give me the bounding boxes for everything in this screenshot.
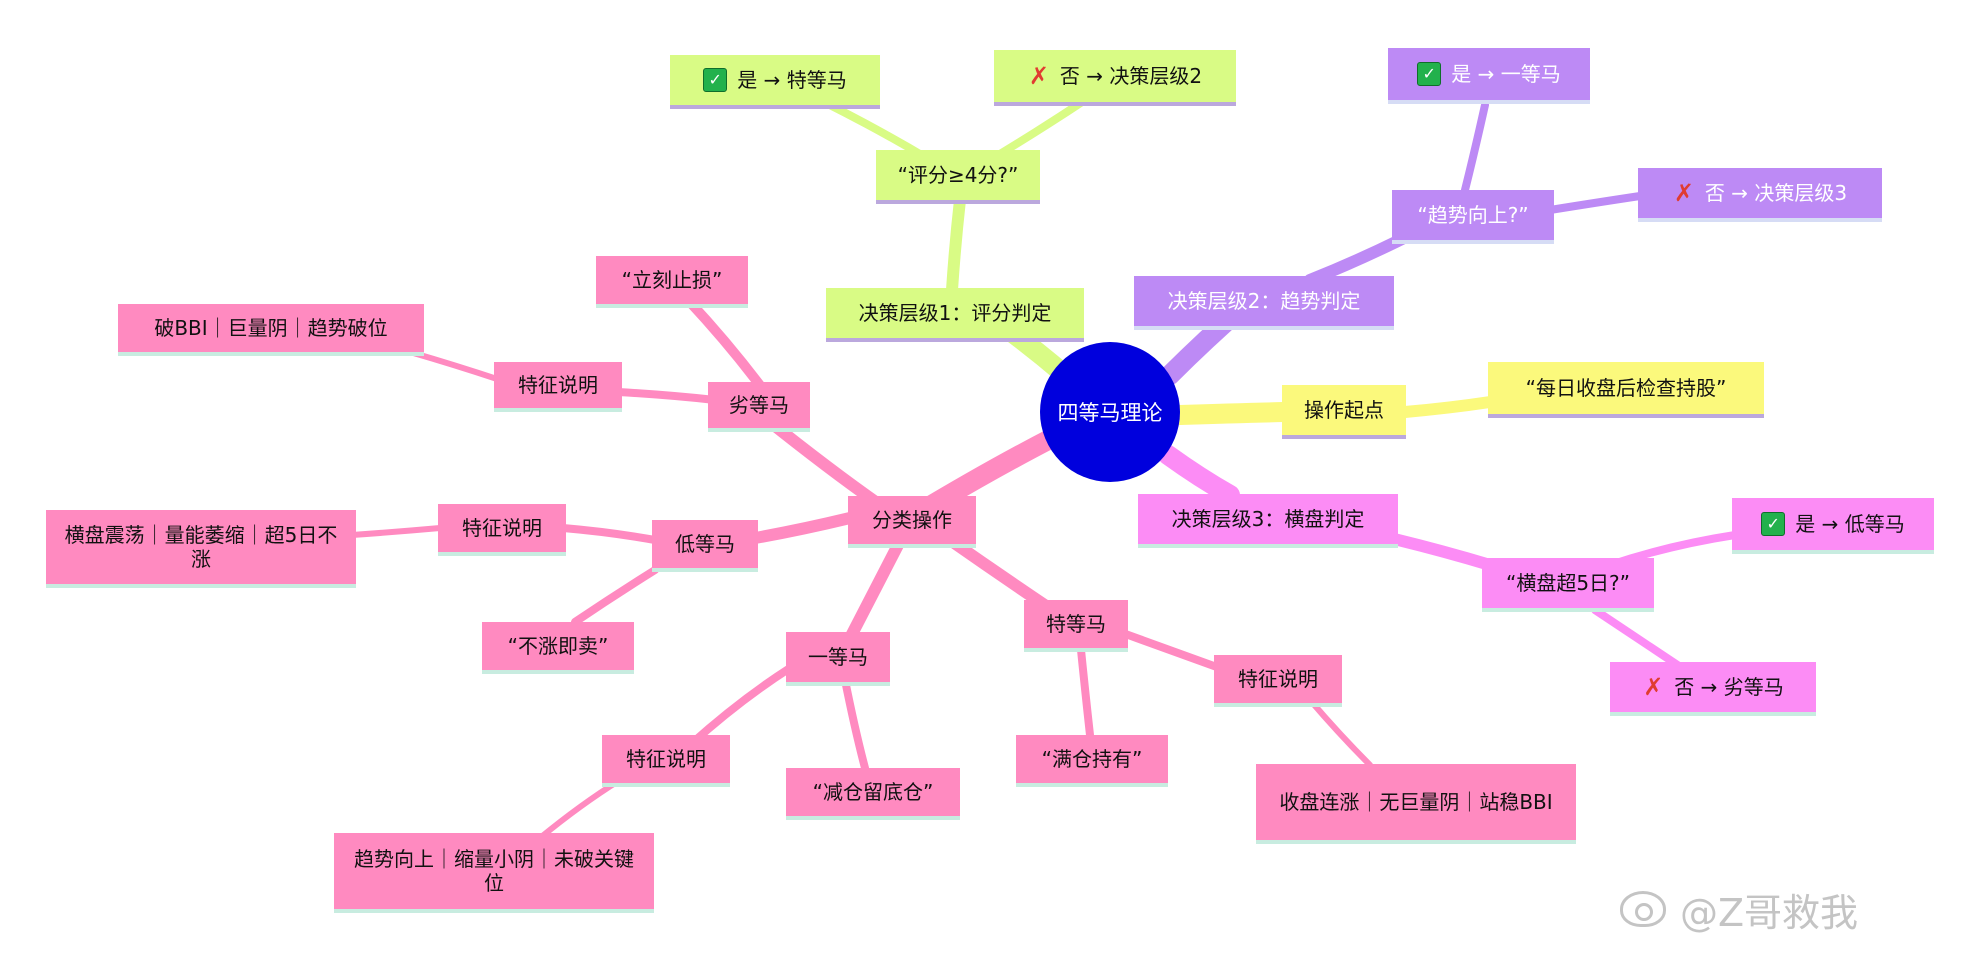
cross-mark-icon: ✗ [1673,179,1694,207]
node-level2-yes[interactable]: ✓ 是 → 一等马 [1388,48,1590,104]
link-question2-yes [1461,101,1489,194]
node-level2[interactable]: 决策层级2：趋势判定 [1134,276,1394,330]
node-tedengma-hold[interactable]: “满仓持有” [1016,735,1168,787]
node-start-text[interactable]: “每日收盘后检查持股” [1488,362,1764,418]
check-mark-icon: ✓ [1761,512,1786,536]
node-tedengma-feature-text[interactable]: 收盘连涨｜无巨量阴｜站稳BBI [1256,764,1576,844]
level3-yes-label: 是 → 低等马 [1795,512,1905,536]
link-classify-yidengma [844,539,904,644]
link-didengma-feature [559,524,659,544]
link-feature-yidengma-text [537,777,623,841]
node-level3[interactable]: 决策层级3：横盘判定 [1138,494,1398,548]
link-question2-no [1546,192,1644,214]
node-level3-yes[interactable]: ✓ 是 → 低等马 [1732,498,1934,554]
node-tedengma-feature[interactable]: 特征说明 [1214,655,1342,707]
node-classify[interactable]: 分类操作 [848,496,976,548]
node-level3-question[interactable]: “横盘超5日?” [1482,558,1654,612]
level1-no-label: 否 → 决策层级2 [1059,64,1203,88]
link-level3-question [1384,532,1496,571]
node-tedengma[interactable]: 特等马 [1024,600,1128,652]
level2-no-label: 否 → 决策层级3 [1704,181,1848,205]
node-didengma[interactable]: 低等马 [652,520,758,572]
link-start-text [1399,396,1496,418]
link-level1-question [946,194,966,296]
level1-yes-label: 是 → 特等马 [737,68,847,92]
node-level2-no[interactable]: ✗ 否 → 决策层级3 [1638,168,1882,222]
node-liedengma-stoploss[interactable]: “立刻止损” [596,256,748,308]
cross-mark-icon: ✗ [1028,62,1049,90]
node-level2-question[interactable]: “趋势向上?” [1392,190,1554,244]
level3-no-label: 否 → 劣等马 [1674,675,1784,699]
node-yidengma-feature-text[interactable]: 趋势向上｜缩量小阴｜未破关键位 [334,833,654,913]
check-mark-icon: ✓ [703,68,728,92]
link-liedengma-stoploss [683,295,770,397]
node-yidengma[interactable]: 一等马 [786,632,890,686]
link-tedengma-hold [1076,636,1094,739]
link-tedengma-feature [1116,628,1229,674]
node-level1-no[interactable]: ✗ 否 → 决策层级2 [994,50,1236,106]
watermark-text: @Z哥救我 [1680,890,1859,935]
node-level1-question[interactable]: “评分≥4分?” [876,150,1040,204]
center-label: 四等马理论 [1057,401,1163,425]
link-yidengma-feature [686,664,794,749]
level2-yes-label: 是 → 一等马 [1451,62,1561,86]
link-liedengma-feature [614,388,719,404]
node-liedengma[interactable]: 劣等马 [708,382,810,432]
node-didengma-sell[interactable]: “不涨即卖” [482,622,634,674]
link-yidengma-reduce [841,676,869,772]
node-didengma-feature[interactable]: 特征说明 [438,504,566,556]
link-feature-tedengma-text [1307,697,1373,768]
link-didengma-sell [571,566,659,626]
node-liedengma-feature-text[interactable]: 破BBI｜巨量阴｜趋势破位 [118,304,424,356]
link-feature-didengma-text [349,525,443,538]
node-start[interactable]: 操作起点 [1282,385,1406,439]
node-level3-no[interactable]: ✗ 否 → 劣等马 [1610,662,1816,716]
link-center-level3 [1158,445,1240,505]
node-level1-yes[interactable]: ✓ 是 → 特等马 [670,55,880,109]
node-yidengma-reduce[interactable]: “减仓留底仓” [786,768,960,820]
center-node-four-horse-theory[interactable]: 四等马理论 [1040,342,1180,482]
node-liedengma-feature[interactable]: 特征说明 [494,362,622,412]
link-question3-no [1591,606,1689,674]
weibo-icon [1620,891,1666,927]
watermark: @Z哥救我 [1620,884,1859,935]
node-didengma-feature-text[interactable]: 横盘震荡｜量能萎缩｜超5日不涨 [46,510,356,588]
cross-mark-icon: ✗ [1643,673,1664,701]
check-mark-icon: ✓ [1417,62,1442,86]
node-yidengma-feature[interactable]: 特征说明 [602,735,730,787]
node-level1[interactable]: 决策层级1：评分判定 [826,288,1084,342]
link-center-start [1170,402,1295,425]
link-feature-liedengma-text [407,349,503,383]
link-classify-didengma [749,512,856,544]
